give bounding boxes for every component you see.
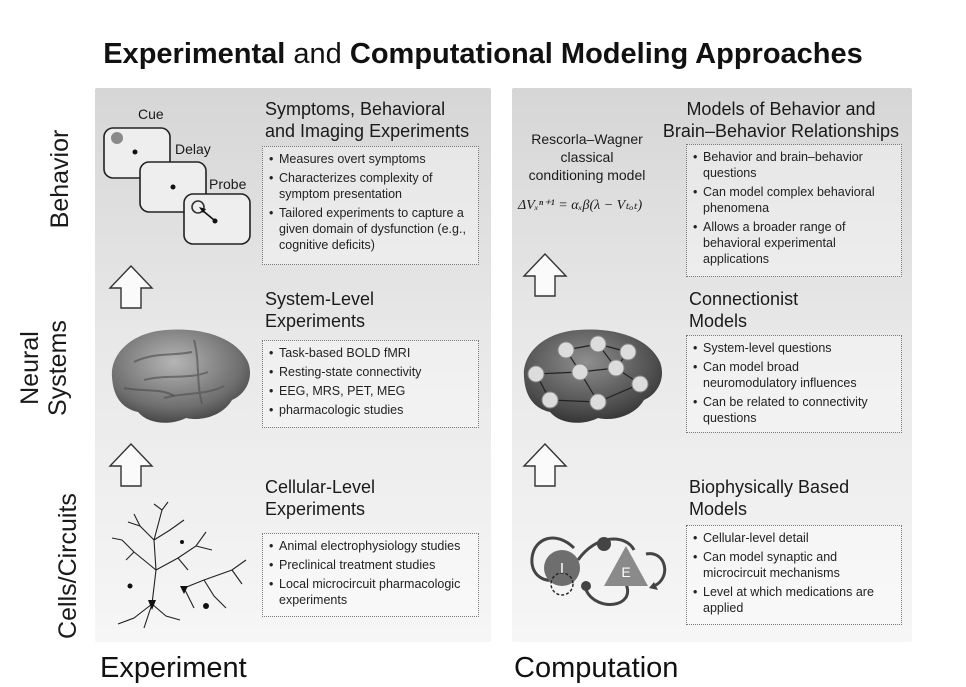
row-label-behavior: Behavior [46,129,74,229]
up-arrow-icon [522,252,568,297]
list-item: pharmacologic studies [269,402,472,418]
list-item: Can model complex behavioral phenomena [693,184,895,216]
list-item: System-level questions [693,340,895,356]
task-label-delay: Delay [175,141,211,157]
list-item: Cellular-level detail [693,530,895,546]
node-label-i: I [559,560,565,577]
list-item: Allows a broader range of behavioral exp… [693,219,895,267]
cue-delay-probe-task-illustration [103,127,251,245]
exp-systems-heading: System-Level Experiments [265,289,375,331]
connectionist-brain-icon [523,329,663,423]
list-item: Animal electrophysiology studies [269,538,472,554]
up-arrow-icon [522,442,568,487]
up-arrow-icon [108,264,154,309]
brain-icon [111,329,251,423]
row-label-neural-systems: Neural Systems [16,320,72,416]
list-item: Can model broad neuromodulatory influenc… [693,359,895,391]
footer-experiment: Experiment [100,652,247,684]
rescorla-wagner-label: Rescorla–Wagner classical conditioning m… [528,131,646,183]
task-label-probe: Probe [209,176,247,192]
comp-cells-heading: Biophysically Based Models [689,477,850,519]
list-item: Preclinical treatment studies [269,557,472,573]
rescorla-wagner-equation: ΔVₓⁿ⁺¹ = αₓβ(λ − Vₜₒₜ) [518,198,643,213]
list-item: EEG, MRS, PET, MEG [269,383,472,399]
comp-cells-bullets: Cellular-level detail Can model synaptic… [686,525,902,625]
exp-behavior-heading: Symptoms, Behavioral and Imaging Experim… [265,99,470,141]
list-item: Characterizes complexity of symptom pres… [269,170,472,202]
list-item: Task-based BOLD fMRI [269,345,472,361]
comp-behavior-heading: Models of Behavior and Brain–Behavior Re… [662,99,900,141]
list-item: Can be related to connectivity questions [693,394,895,426]
list-item: Can model synaptic and microcircuit mech… [693,549,895,581]
comp-systems-heading: Connectionist Models [689,289,799,331]
exp-cells-heading: Cellular-Level Experiments [265,477,376,519]
neuron-icon [111,501,247,629]
exp-cells-bullets: Animal electrophysiology studies Preclin… [262,533,479,617]
list-item: Resting-state connectivity [269,364,472,380]
comp-systems-bullets: System-level questions Can model broad n… [686,335,902,433]
list-item: Behavior and brain–behavior questions [693,149,895,181]
ei-microcircuit-icon [530,536,667,606]
exp-systems-bullets: Task-based BOLD fMRI Resting-state conne… [262,340,479,428]
page-title: Experimental and Computational Modeling … [103,38,863,70]
list-item: Local microcircuit pharmacologic experim… [269,576,472,608]
up-arrow-icon [108,442,154,487]
exp-behavior-bullets: Measures overt symptoms Characterizes co… [262,146,479,265]
row-label-cells-circuits: Cells/Circuits [54,493,82,639]
comp-behavior-bullets: Behavior and brain–behavior questions Ca… [686,144,902,277]
list-item: Level at which medications are applied [693,584,895,616]
footer-computation: Computation [514,652,679,684]
list-item: Measures overt symptoms [269,151,472,167]
node-label-e: E [621,564,631,580]
list-item: Tailored experiments to capture a given … [269,205,472,253]
task-label-cue: Cue [138,106,164,122]
